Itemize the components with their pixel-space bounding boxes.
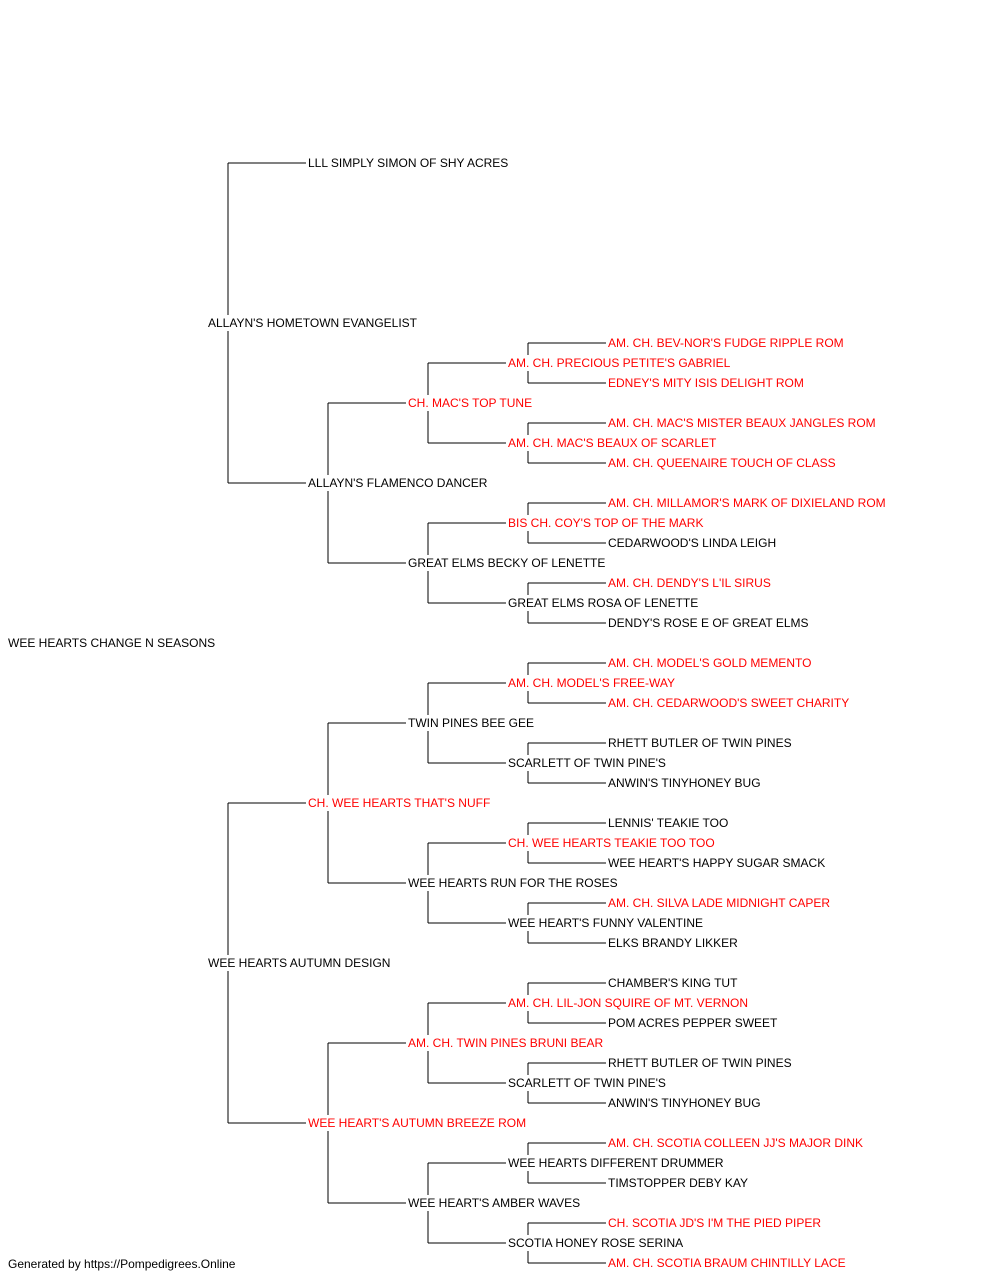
ancestor-name: ALLAYN'S HOMETOWN EVANGELIST [208, 316, 418, 330]
ancestor-name: LENNIS' TEAKIE TOO [608, 816, 729, 830]
ancestor-name: AM. CH. MAC'S BEAUX OF SCARLET [508, 436, 717, 450]
ancestor-name: GREAT ELMS ROSA OF LENETTE [508, 596, 699, 610]
ancestor-name: BIS CH. COY'S TOP OF THE MARK [508, 516, 704, 530]
ancestor-name: CEDARWOOD'S LINDA LEIGH [608, 536, 777, 550]
subject-name: WEE HEARTS CHANGE N SEASONS [8, 636, 216, 650]
ancestor-name: AM. CH. BEV-NOR'S FUDGE RIPPLE ROM [608, 336, 844, 350]
ancestor-name: CH. WEE HEARTS THAT'S NUFF [308, 796, 491, 810]
ancestor-name: ALLAYN'S FLAMENCO DANCER [308, 476, 488, 490]
ancestor-name: WEE HEARTS RUN FOR THE ROSES [408, 876, 618, 890]
ancestor-name: CH. SCOTIA JD'S I'M THE PIED PIPER [608, 1216, 822, 1230]
ancestor-name: AM. CH. QUEENAIRE TOUCH OF CLASS [608, 456, 836, 470]
ancestor-name: TIMSTOPPER DEBY KAY [608, 1176, 749, 1190]
ancestor-name: AM. CH. SCOTIA COLLEEN JJ'S MAJOR DINK [608, 1136, 863, 1150]
ancestor-name: SCOTIA HONEY ROSE SERINA [508, 1236, 684, 1250]
ancestor-name: CH. WEE HEARTS TEAKIE TOO TOO [508, 836, 715, 850]
ancestor-name: SCARLETT OF TWIN PINE'S [508, 1076, 666, 1090]
ancestor-name: AM. CH. MODEL'S FREE-WAY [508, 676, 675, 690]
ancestor-name: ANWIN'S TINYHONEY BUG [608, 1096, 761, 1110]
ancestor-name: WEE HEART'S AUTUMN BREEZE ROM [308, 1116, 527, 1130]
ancestor-name: LLL SIMPLY SIMON OF SHY ACRES [308, 156, 509, 170]
ancestor-name: AM. CH. MAC'S MISTER BEAUX JANGLES ROM [608, 416, 876, 430]
ancestor-name: POM ACRES PEPPER SWEET [608, 1016, 778, 1030]
ancestor-name: RHETT BUTLER OF TWIN PINES [608, 736, 792, 750]
ancestor-name: WEE HEARTS DIFFERENT DRUMMER [508, 1156, 724, 1170]
ancestor-name: AM. CH. CEDARWOOD'S SWEET CHARITY [608, 696, 850, 710]
ancestor-name: ANWIN'S TINYHONEY BUG [608, 776, 761, 790]
ancestor-name: AM. CH. MODEL'S GOLD MEMENTO [608, 656, 812, 670]
generated-by-footer: Generated by https://Pompedigrees.Online [8, 1257, 236, 1271]
ancestor-name: WEE HEART'S AMBER WAVES [408, 1196, 581, 1210]
ancestor-name: AM. CH. PRECIOUS PETITE'S GABRIEL [508, 356, 731, 370]
ancestor-name: DENDY'S ROSE E OF GREAT ELMS [608, 616, 809, 630]
ancestor-name: AM. CH. TWIN PINES BRUNI BEAR [408, 1036, 604, 1050]
ancestor-name: AM. CH. LIL-JON SQUIRE OF MT. VERNON [508, 996, 749, 1010]
ancestor-name: EDNEY'S MITY ISIS DELIGHT ROM [608, 376, 804, 390]
ancestor-name: CHAMBER'S KING TUT [608, 976, 738, 990]
ancestor-name: ELKS BRANDY LIKKER [608, 936, 738, 950]
ancestor-name: WEE HEART'S FUNNY VALENTINE [508, 916, 703, 930]
ancestor-name: WEE HEARTS AUTUMN DESIGN [208, 956, 391, 970]
ancestor-name: RHETT BUTLER OF TWIN PINES [608, 1056, 792, 1070]
ancestor-name: GREAT ELMS BECKY OF LENETTE [408, 556, 606, 570]
ancestor-name: SCARLETT OF TWIN PINE'S [508, 756, 666, 770]
ancestor-name: AM. CH. SILVA LADE MIDNIGHT CAPER [608, 896, 831, 910]
ancestor-name: AM. CH. SCOTIA BRAUM CHINTILLY LACE [608, 1256, 846, 1270]
ancestor-name: WEE HEART'S HAPPY SUGAR SMACK [608, 856, 826, 870]
ancestor-name: TWIN PINES BEE GEE [408, 716, 535, 730]
ancestor-name: AM. CH. MILLAMOR'S MARK OF DIXIELAND ROM [608, 496, 886, 510]
ancestor-name: CH. MAC'S TOP TUNE [408, 396, 533, 410]
ancestor-name: AM. CH. DENDY'S L'IL SIRUS [608, 576, 771, 590]
